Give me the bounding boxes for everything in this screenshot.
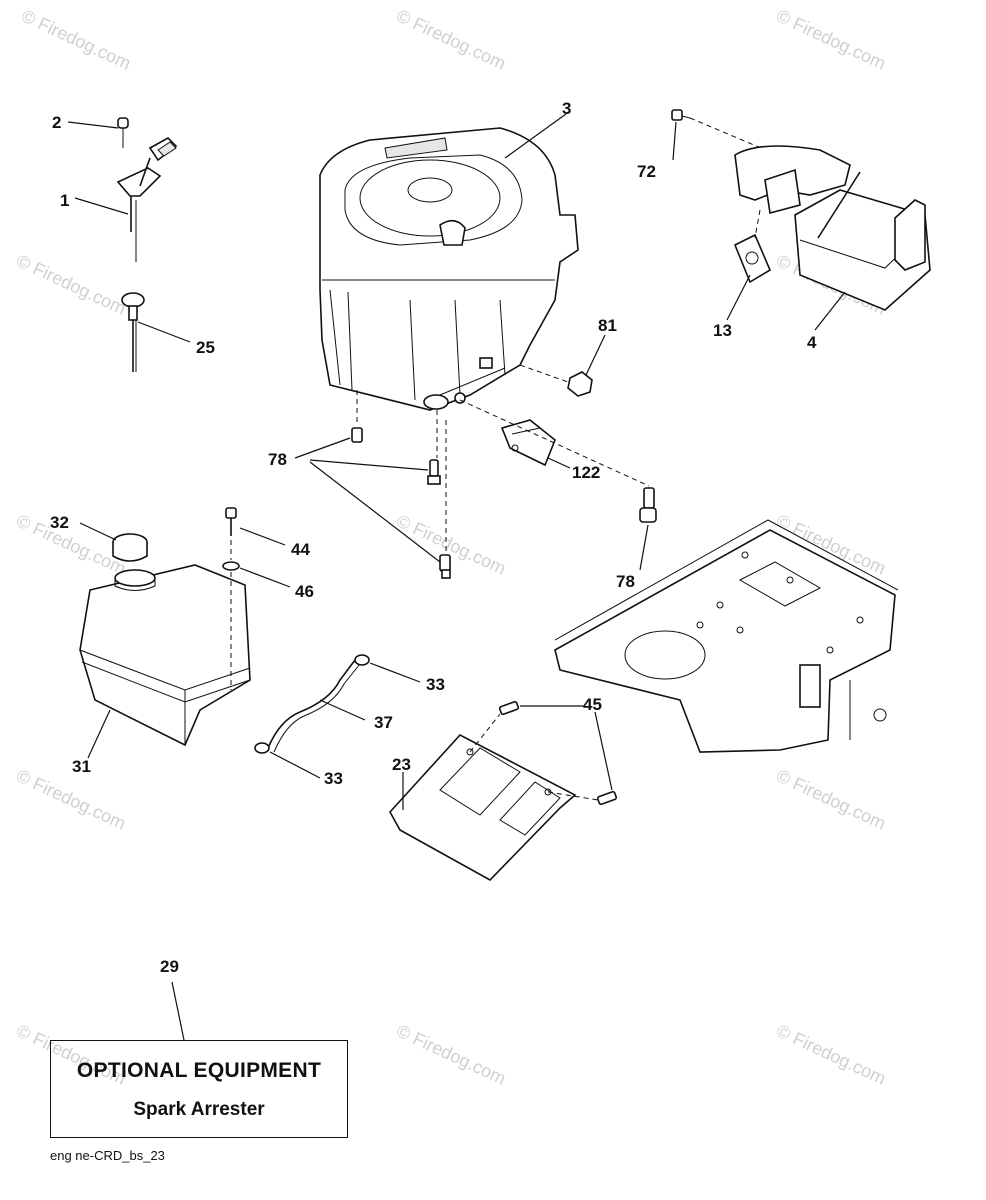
callout-33: 33 — [426, 675, 445, 694]
callout-81: 81 — [598, 316, 617, 335]
callout-45: 45 — [583, 695, 602, 714]
watermark-text: © Firedog.com — [13, 250, 129, 318]
callout-31: 31 — [72, 757, 91, 776]
bracket-part — [500, 419, 556, 467]
choke-knob-part — [121, 292, 145, 372]
watermark-text: © Firedog.com — [393, 5, 509, 73]
watermark-text: © Firedog.com — [773, 765, 889, 833]
mounting-bolts-part — [351, 390, 657, 579]
watermark-text: © Firedog.com — [773, 1020, 889, 1088]
watermark-text: © Firedog.com — [13, 510, 129, 578]
watermark-text: © Firedog.com — [18, 5, 134, 73]
optional-equipment-title: OPTIONAL EQUIPMENT — [76, 1059, 322, 1082]
callout-122: 122 — [572, 463, 600, 482]
callout-3: 3 — [562, 99, 571, 118]
spark-arrester-label: Spark Arrester — [133, 1099, 265, 1120]
callout-44: 44 — [291, 540, 310, 559]
fuel-line-part — [254, 654, 370, 754]
optional-equipment-box: OPTIONAL EQUIPMENT Spark Arrester — [50, 1040, 348, 1138]
callout-29: 29 — [160, 957, 179, 976]
callout-2: 2 — [52, 113, 61, 132]
engine-part — [319, 127, 579, 411]
callout-4: 4 — [807, 333, 817, 352]
callout-23: 23 — [392, 755, 411, 774]
screw-washer-part — [222, 507, 240, 690]
fuel-cap-part — [112, 533, 148, 562]
callout-37: 37 — [374, 713, 393, 732]
callout-78: 78 — [616, 572, 635, 591]
fuel-tank-part — [79, 564, 251, 747]
diagram-code: eng ne-CRD_bs_23 — [50, 1148, 165, 1163]
watermark-text: © Firedog.com — [393, 510, 509, 578]
callout-1: 1 — [60, 191, 69, 210]
muffler-part — [671, 109, 931, 311]
callout-13: 13 — [713, 321, 732, 340]
leader-lines — [67, 113, 846, 1041]
nut-part — [519, 364, 593, 397]
frame-plate-part — [554, 519, 899, 753]
callout-33: 33 — [324, 769, 343, 788]
callout-25: 25 — [196, 338, 215, 357]
watermark-text: © Firedog.com — [773, 5, 889, 73]
callout-32: 32 — [50, 513, 69, 532]
callout-72: 72 — [637, 162, 656, 181]
callouts: 1 2 3 4 13 23 25 29 31 32 33 33 37 44 45… — [50, 99, 817, 976]
heat-shield-part — [389, 700, 618, 881]
callout-78: 78 — [268, 450, 287, 469]
watermark-text: © Firedog.com — [393, 1020, 509, 1088]
throttle-control-part — [116, 117, 178, 262]
callout-46: 46 — [295, 582, 314, 601]
